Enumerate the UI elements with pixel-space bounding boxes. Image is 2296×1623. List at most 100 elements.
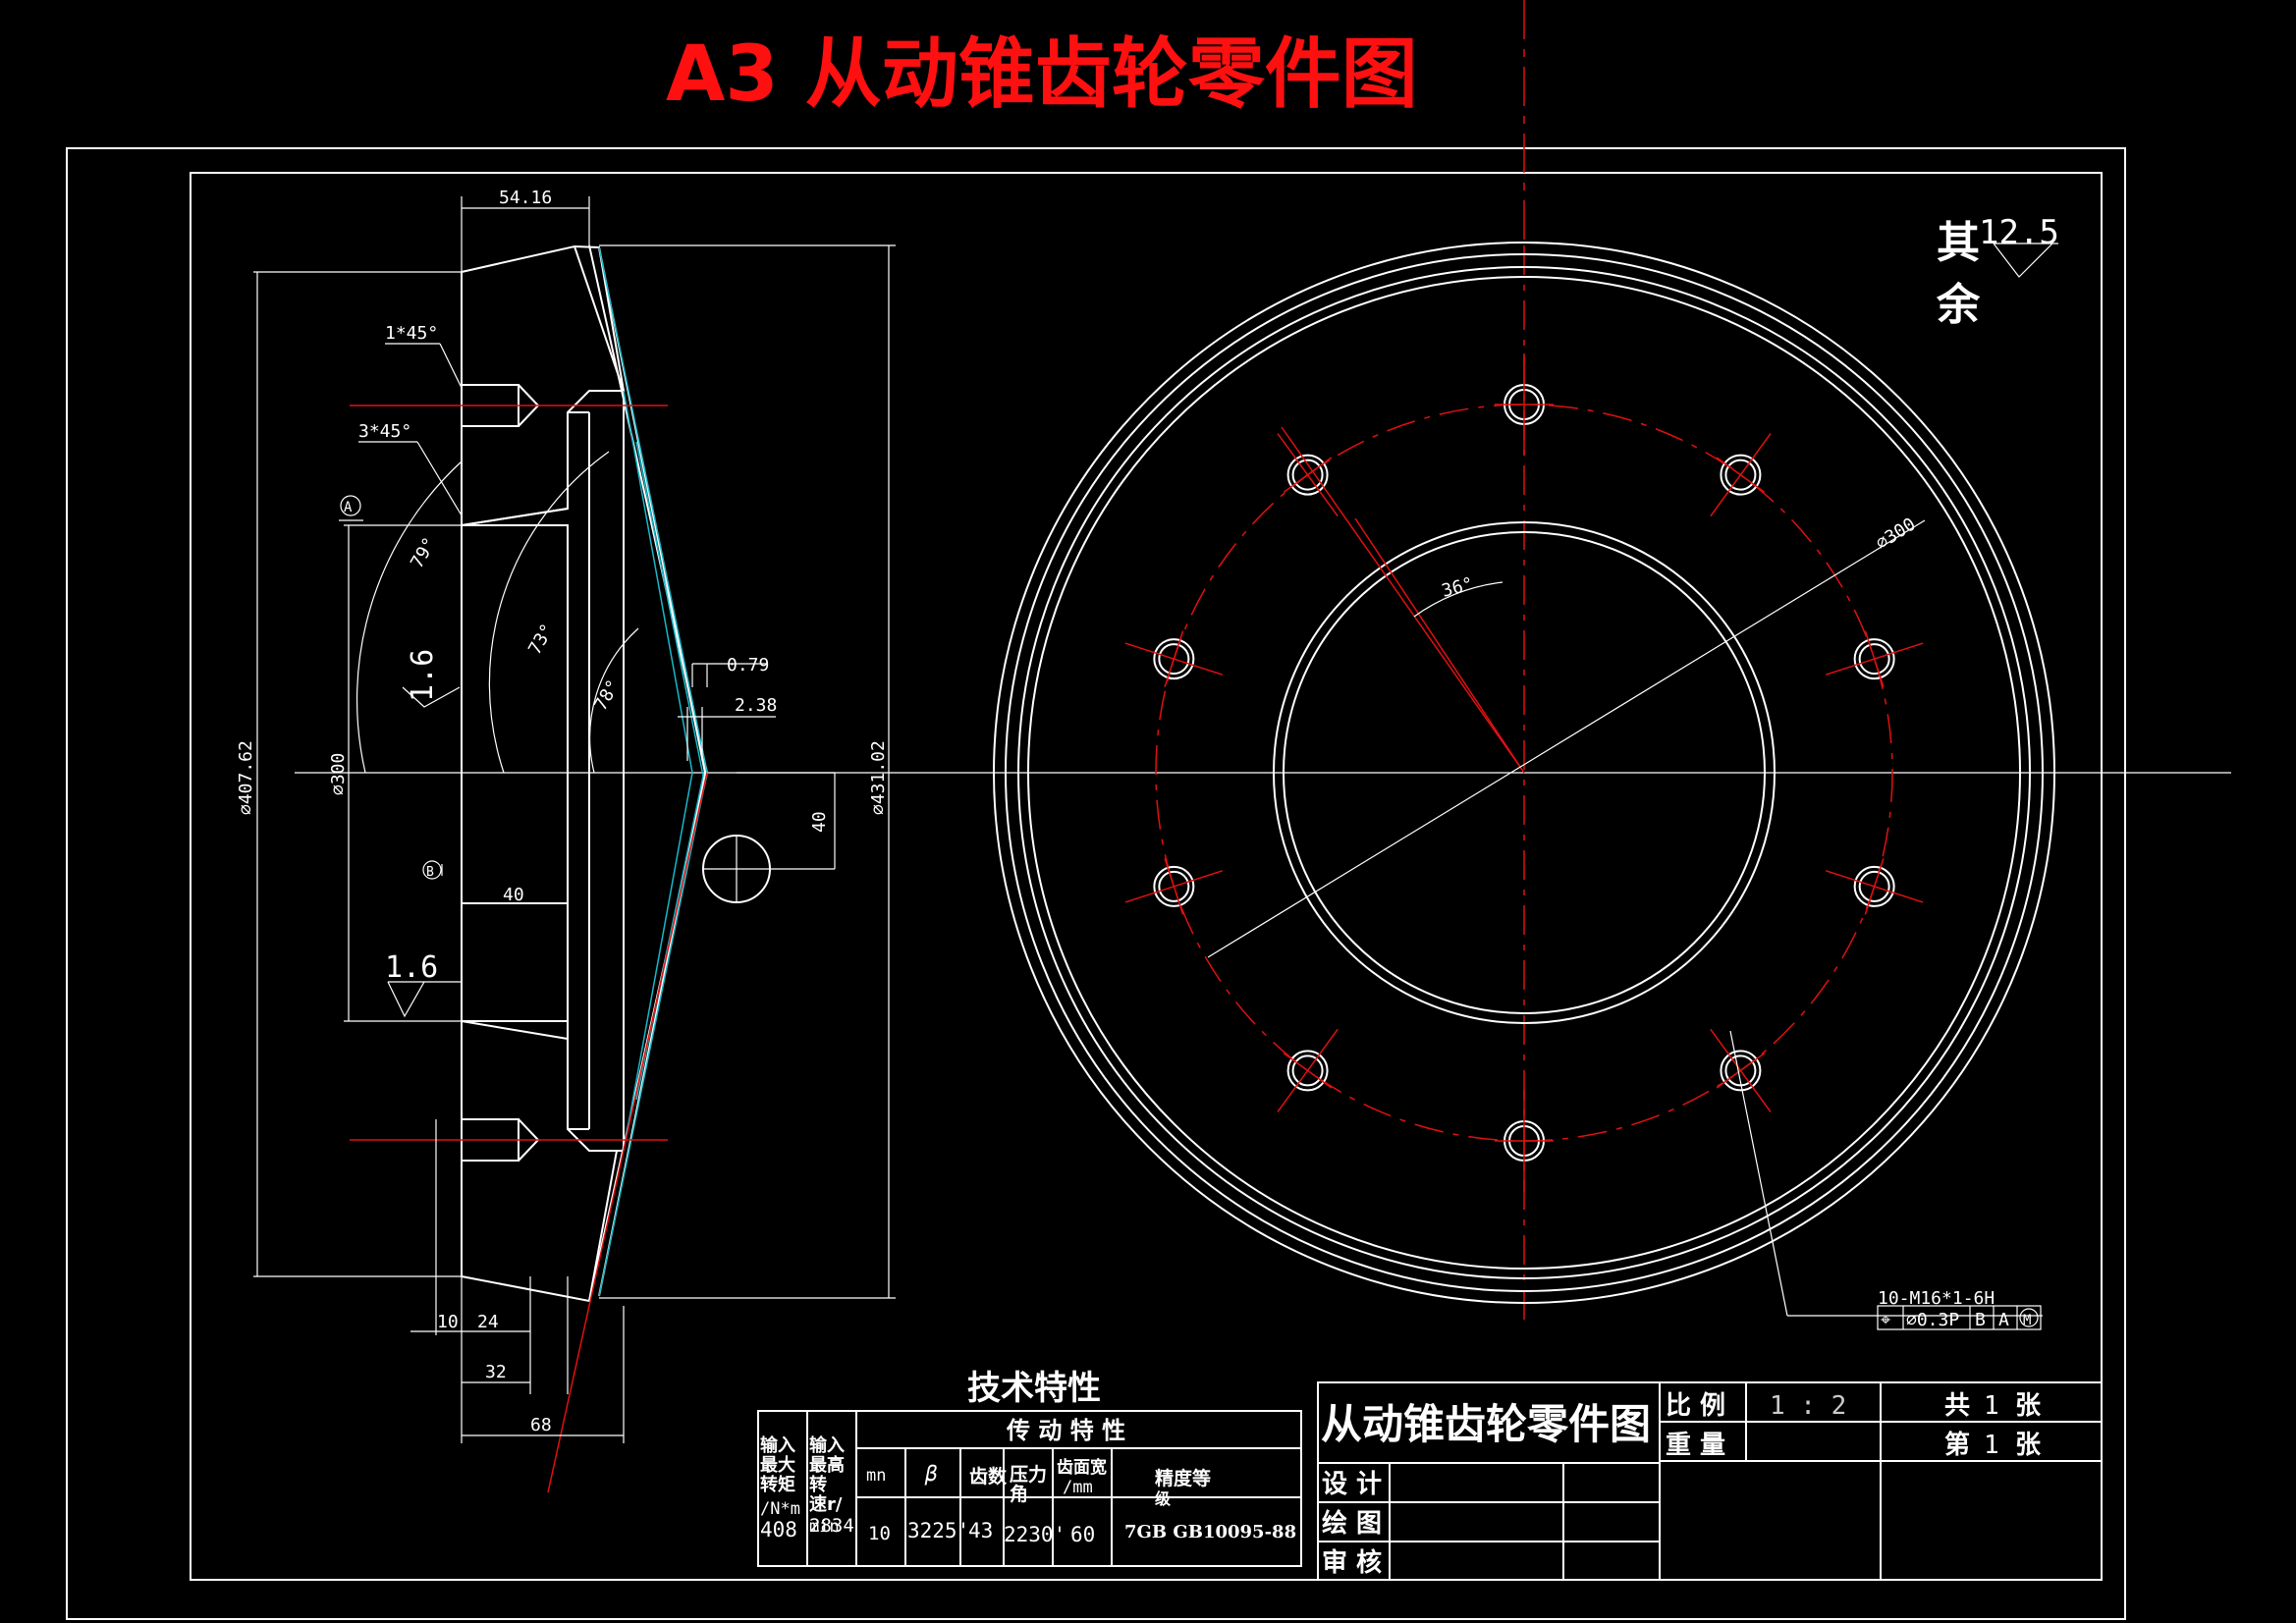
- dim-10: 10: [437, 1312, 459, 1332]
- bolt-hole: [1720, 1050, 1762, 1092]
- bolt-hole: [1291, 1055, 1324, 1087]
- svg-text:最高: 最高: [809, 1454, 845, 1476]
- svg-text:齿数: 齿数: [969, 1465, 1008, 1488]
- svg-text:转: 转: [809, 1474, 827, 1495]
- bolt-hole-centerline: [1716, 457, 1766, 493]
- dim-32: 32: [485, 1362, 507, 1382]
- bolt-hole-centerline: [1283, 1053, 1333, 1089]
- inner-border: [190, 172, 2103, 1581]
- bolt-hole: [1291, 459, 1324, 491]
- svg-text:A: A: [1998, 1310, 2009, 1330]
- svg-text:比 例: 比 例: [1666, 1391, 1725, 1421]
- svg-text:1.6: 1.6: [406, 649, 440, 702]
- svg-text:绘 图: 绘 图: [1322, 1508, 1382, 1539]
- title-block-part-name: 从动锥齿轮零件图: [1321, 1400, 1651, 1448]
- bolt-hole: [1153, 865, 1195, 907]
- bolt-hole-centerline: [1864, 858, 1885, 915]
- datum-a: A: [344, 500, 353, 515]
- svg-text:2230': 2230': [1004, 1523, 1066, 1546]
- svg-text:重 量: 重 量: [1666, 1431, 1725, 1460]
- angle-73: 73°: [524, 621, 558, 659]
- svg-text:张: 张: [2015, 1391, 2042, 1421]
- chamfer-1: 1*45°: [385, 323, 438, 344]
- dim-68: 68: [530, 1415, 552, 1435]
- svg-text:传 动 特 性: 传 动 特 性: [1006, 1417, 1125, 1444]
- bolt-hole: [1286, 454, 1329, 496]
- bolt-hole: [1858, 643, 1890, 676]
- svg-text:第: 第: [1944, 1430, 1970, 1460]
- bolt-hole-centerline: [1716, 1053, 1766, 1089]
- datum-b: B: [426, 865, 434, 880]
- svg-text:⌀0.3P: ⌀0.3P: [1906, 1310, 1959, 1330]
- svg-text:M: M: [2023, 1313, 2031, 1328]
- dim-40-vertical: 40: [809, 811, 830, 833]
- bolt-circle-dim: ⌀300: [1873, 514, 1920, 554]
- bolt-hole-centerline: [1864, 630, 1885, 687]
- svg-text:B: B: [1975, 1310, 1986, 1330]
- dim-top-width: 54.16: [499, 188, 552, 208]
- dim-dia-bore: ⌀300: [328, 753, 349, 795]
- svg-text:最大: 最大: [760, 1454, 795, 1476]
- svg-text:角: 角: [1010, 1483, 1028, 1505]
- roughness-symbol-upper: 1.6: [402, 649, 461, 708]
- bolt-hole: [1153, 638, 1195, 680]
- title-block: 从动锥齿轮零件图 比 例 1 : 2 重 量 共 1 张 第 1 张 设 计 绘…: [1317, 1381, 2103, 1581]
- svg-text:输入: 输入: [809, 1434, 845, 1456]
- bolt-hole-centerline: [1164, 630, 1184, 687]
- svg-text:43: 43: [968, 1519, 993, 1542]
- dim-079: 0.79: [727, 655, 769, 676]
- bolt-hole-centerline: [1164, 858, 1184, 915]
- svg-text:级: 级: [1155, 1489, 1172, 1508]
- outer-border: [66, 147, 2126, 1620]
- svg-text:1.6: 1.6: [385, 950, 438, 985]
- dim-dia-outer: ⌀407.62: [236, 740, 256, 815]
- svg-text:余: 余: [1936, 280, 1981, 330]
- svg-text:mn: mn: [866, 1466, 886, 1486]
- tolerance-frame: ⌖ ⌀0.3P B A M: [1877, 1305, 2042, 1330]
- svg-text:压力: 压力: [1010, 1463, 1047, 1486]
- dim-dia-tip: ⌀431.02: [868, 740, 889, 815]
- svg-text:3225': 3225': [907, 1519, 969, 1542]
- svg-text:β: β: [924, 1462, 938, 1486]
- bolt-hole: [1853, 865, 1895, 907]
- svg-text:精度等: 精度等: [1155, 1467, 1211, 1489]
- svg-text:/N*m: /N*m: [760, 1499, 800, 1519]
- svg-text:408: 408: [760, 1518, 797, 1542]
- svg-text:/mm: /mm: [1063, 1478, 1093, 1497]
- bolt-hole: [1853, 638, 1895, 680]
- dim-24: 24: [477, 1312, 499, 1332]
- bolt-hole: [1858, 870, 1890, 902]
- svg-text:1: 1: [1984, 1391, 1999, 1421]
- svg-text:2834: 2834: [809, 1515, 854, 1537]
- svg-text:60: 60: [1070, 1523, 1095, 1546]
- bolt-hole: [1158, 870, 1190, 902]
- svg-text:设 计: 设 计: [1322, 1470, 1382, 1499]
- svg-text:1: 1: [1984, 1431, 1999, 1460]
- svg-text:审 核: 审 核: [1322, 1547, 1382, 1578]
- tech-table-heading: 技术特性: [967, 1369, 1101, 1408]
- svg-text:12.5: 12.5: [1979, 213, 2059, 252]
- svg-text:齿面宽: 齿面宽: [1057, 1457, 1107, 1478]
- dim-40-horizontal: 40: [503, 885, 524, 905]
- svg-text:输入: 输入: [760, 1434, 795, 1456]
- dim-238: 2.38: [735, 695, 777, 716]
- svg-text:其: 其: [1937, 218, 1980, 268]
- svg-text:min: min: [809, 1517, 840, 1537]
- svg-text:1 : 2: 1 : 2: [1770, 1391, 1846, 1421]
- svg-text:10: 10: [868, 1523, 891, 1544]
- angle-79: 79°: [407, 534, 440, 572]
- svg-text:⌖: ⌖: [1881, 1310, 1890, 1330]
- svg-text:速r/: 速r/: [809, 1493, 843, 1515]
- bolt-hole: [1286, 1050, 1329, 1092]
- bolt-hole: [1724, 1055, 1757, 1087]
- surface-finish-note: 其 余 12.5: [1936, 213, 2059, 330]
- thread-note: 10-M16*1-6H: [1878, 1288, 1995, 1309]
- bolt-hole-centerline: [1283, 457, 1333, 493]
- bolt-hole: [1720, 454, 1762, 496]
- section-view: 40 54.16 1*45° 3*45° A B ⌀407.62 ⌀300: [236, 188, 896, 1493]
- bolt-hole: [1158, 643, 1190, 676]
- roughness-symbol-lower: 1.6: [385, 950, 462, 1018]
- angle-78: 78°: [590, 676, 624, 715]
- svg-text:共: 共: [1944, 1391, 1970, 1421]
